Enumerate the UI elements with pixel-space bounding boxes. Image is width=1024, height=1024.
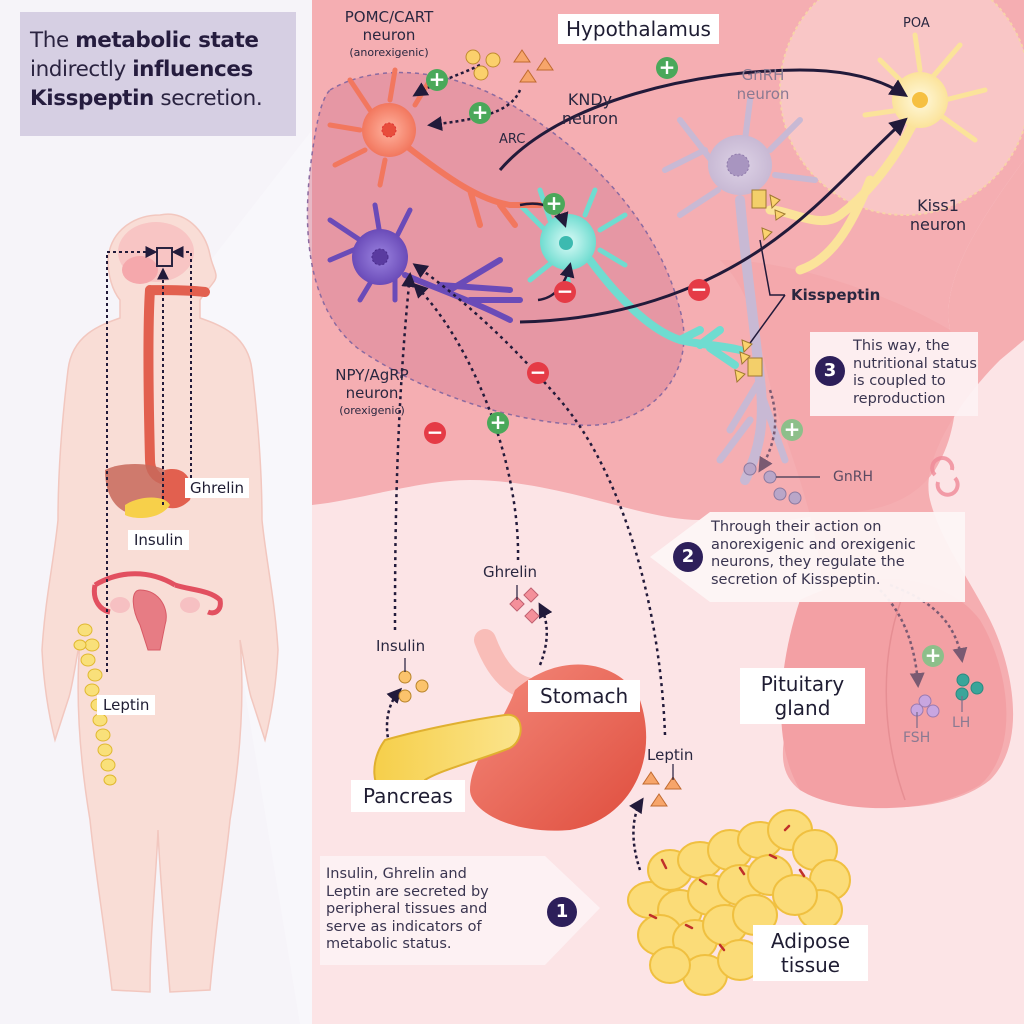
ghrelin-particles <box>509 587 540 624</box>
step-1-line: metabolic status. <box>326 936 452 952</box>
step-1-line: serve as indicators of <box>326 918 482 935</box>
kisspeptin-label: Kisspeptin <box>791 286 881 304</box>
title-text: secretion. <box>153 86 263 111</box>
human-body-figure <box>41 213 279 993</box>
step-2-line: secretion of Kisspeptin. <box>711 571 881 588</box>
plus-icon: + <box>426 69 448 91</box>
gnrh-particles <box>743 462 802 505</box>
step-1-line: Leptin are secreted by <box>326 883 489 900</box>
gnrh-neuron-label: GnRH neuron <box>728 66 798 104</box>
kndy-label-line2: neuron <box>561 109 619 128</box>
plus-icon: + <box>781 419 803 441</box>
arrow-kndy-to-kiss1 <box>498 68 908 171</box>
step-1-number-badge: 1 <box>547 897 577 927</box>
step-2-line: anorexigenic and orexigenic <box>711 536 916 553</box>
step-3-line: reproduction <box>853 390 946 407</box>
title-panel: The metabolic state indirectly influence… <box>20 12 296 136</box>
ghrelin-label: Ghrelin <box>483 563 538 581</box>
plus-icon: + <box>922 645 944 667</box>
step-2-line: Through their action on <box>711 519 882 535</box>
insulin-particles-top <box>465 49 501 81</box>
body-label-insulin: Insulin <box>128 530 190 550</box>
arc-label: ARC <box>499 132 526 147</box>
step-3-number-badge: 3 <box>815 356 845 386</box>
plus-icon: + <box>543 193 565 215</box>
step-1-text: Insulin, Ghrelin and Leptin are secreted… <box>326 866 489 954</box>
step-1-line: peripheral tissues and <box>326 901 488 917</box>
adipose-tissue-label: Adipose tissue <box>753 925 868 981</box>
kiss1-label-line2: neuron <box>909 215 967 234</box>
step-3-text: This way, the nutritional status is coup… <box>853 338 977 408</box>
hypothalamus-title: Hypothalamus <box>558 14 719 44</box>
npy-label-line1: NPY/AgRP <box>335 366 409 384</box>
plus-icon: + <box>656 57 678 79</box>
minus-icon: − <box>554 281 576 303</box>
arc-region <box>306 71 685 427</box>
lh-particles <box>955 673 984 701</box>
kiss1-label-line1: Kiss1 <box>917 196 959 215</box>
adipose-label-line2: tissue <box>780 953 841 977</box>
stomach-label: Stomach <box>528 680 641 712</box>
pomc-neuron-cell <box>327 67 543 228</box>
title-bold-kisspeptin: Kisspeptin <box>30 86 154 111</box>
gnrh-label: GnRH <box>833 469 873 485</box>
kndy-label-line1: KNDy <box>567 90 613 109</box>
receptor-icon <box>751 189 767 209</box>
minus-icon: − <box>527 362 549 384</box>
pomc-label-sub: (anorexigenic) <box>349 46 429 59</box>
kiss1-neuron-cell <box>765 32 988 275</box>
leptin-particles-top <box>513 49 554 83</box>
logo-icon <box>930 456 960 497</box>
kndy-neuron-cell <box>517 187 744 369</box>
minus-icon: − <box>424 422 446 444</box>
insulin-label: Insulin <box>376 637 426 655</box>
plus-icon: + <box>487 412 509 434</box>
minus-icon: − <box>688 279 710 301</box>
npy-label-line2: neuron <box>345 384 399 402</box>
pancreas-label: Pancreas <box>351 780 465 812</box>
title-bold-influences: influences <box>132 57 253 82</box>
gnrh-label-line1: GnRH <box>741 66 785 84</box>
pituitary-shape <box>781 578 1007 809</box>
note-1-background <box>320 856 600 965</box>
body-label-ghrelin: Ghrelin <box>185 478 250 498</box>
page-title: The metabolic state indirectly influence… <box>30 26 296 113</box>
npy-label-sub: (orexigenic) <box>339 404 405 417</box>
pomc-label-line1: POMC/CART <box>344 8 434 26</box>
pituitary-label-line2: gland <box>774 696 831 720</box>
kndy-neuron-label: KNDy neuron <box>560 90 620 128</box>
poa-label: POA <box>903 16 930 31</box>
adipose-tissue-organ <box>627 809 851 996</box>
title-bold-metabolic-state: metabolic state <box>75 28 259 53</box>
lh-label: LH <box>952 715 971 731</box>
step-3-line: This way, the <box>853 338 950 354</box>
pituitary-label-line1: Pituitary <box>760 672 845 696</box>
pituitary-gland-label: Pituitary gland <box>740 668 865 724</box>
title-text: The <box>30 28 76 53</box>
note-2-background <box>650 512 965 602</box>
leptin-label: Leptin <box>647 746 694 764</box>
body-label-leptin: Leptin <box>97 695 156 715</box>
step-3-line: is coupled to <box>853 373 946 389</box>
step-2-line: neurons, they regulate the <box>711 554 905 570</box>
step-3-line: nutritional status <box>853 355 977 372</box>
npy-neuron-label: NPY/AgRP neuron (orexigenic) <box>322 366 422 420</box>
arrow-npy-to-kiss1 <box>519 117 908 324</box>
pomc-label-line2: neuron <box>362 26 416 44</box>
pomc-neuron-label: POMC/CART neuron (anorexigenic) <box>334 8 444 62</box>
kiss1-neuron-label: Kiss1 neuron <box>903 196 973 234</box>
insulin-particles <box>398 670 429 703</box>
adipose-label-line1: Adipose <box>770 929 851 953</box>
step-2-text: Through their action on anorexigenic and… <box>711 519 916 589</box>
step-2-number-badge: 2 <box>673 542 703 572</box>
step-1-line: Insulin, Ghrelin and <box>326 866 467 882</box>
leptin-particles <box>642 771 682 807</box>
gnrh-label-line2: neuron <box>736 85 790 103</box>
fsh-label: FSH <box>903 730 931 746</box>
fsh-particles <box>910 694 940 718</box>
plus-icon: + <box>469 102 491 124</box>
title-text: indirectly <box>30 57 133 82</box>
